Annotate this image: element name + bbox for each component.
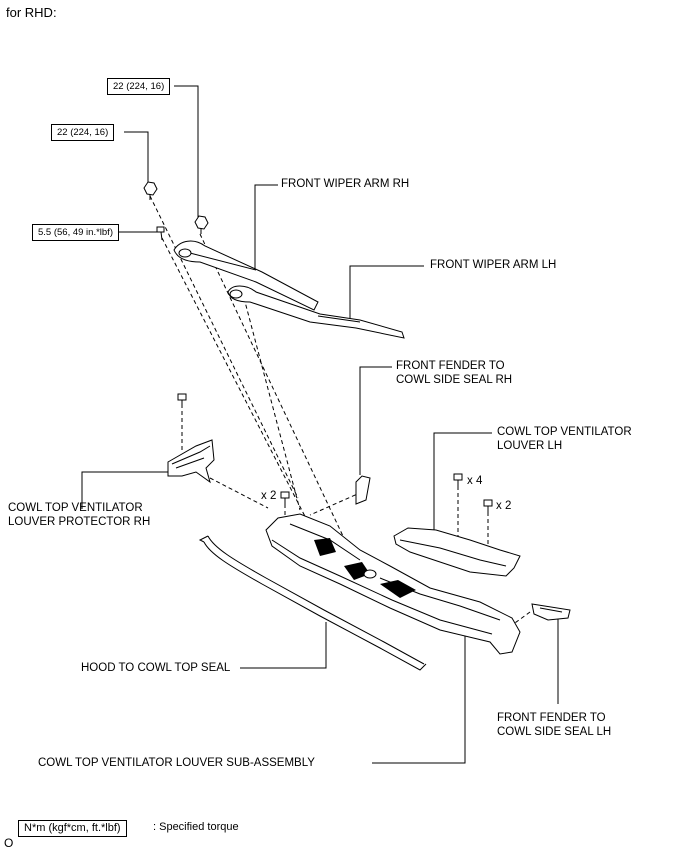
label-front-wiper-arm-rh: FRONT WIPER ARM RH (281, 178, 410, 190)
label-louver-lh-line1: COWL TOP VENTILATOR (497, 426, 632, 438)
label-louver-lh-line2: LOUVER LH (497, 440, 563, 452)
clip-icon (453, 473, 463, 486)
nut-icon (194, 215, 209, 234)
fender-seal-rh (355, 475, 371, 505)
nut-icon (143, 181, 158, 200)
figure-code: O (4, 836, 14, 850)
louver-lh (393, 527, 521, 577)
label-protector-rh-line2: LOUVER PROTECTOR RH (8, 516, 151, 528)
protector-rh (167, 439, 215, 484)
legend-unit-box: N*m (kgf*cm, ft.*lbf) (18, 820, 127, 837)
label-hood-seal: HOOD TO COWL TOP SEAL (81, 662, 231, 674)
torque-box-wiper-nut-lh: 22 (224, 16) (51, 124, 115, 141)
quantity-clips-center: x 2 (261, 490, 277, 502)
label-front-wiper-arm-lh: FRONT WIPER ARM LH (430, 259, 557, 271)
legend-description: : Specified torque (153, 821, 239, 833)
label-fender-seal-rh-line1: FRONT FENDER TO (396, 360, 505, 372)
label-fender-seal-lh-line1: FRONT FENDER TO (497, 712, 606, 724)
clip-icon (177, 393, 187, 406)
torque-box-small-bolt: 5.5 (56, 49 in.*lbf) (32, 224, 119, 241)
clip-icon (280, 491, 290, 504)
bolt-icon (156, 226, 165, 241)
label-fender-seal-lh-line2: COWL SIDE SEAL LH (497, 726, 612, 738)
leader-lines (81, 85, 559, 764)
label-protector-rh-line1: COWL TOP VENTILATOR (8, 502, 143, 514)
louver-grille (314, 538, 416, 598)
quantity-screws-lh: x 2 (496, 500, 512, 512)
wiper-arm-rh (173, 240, 319, 311)
variant-label: for RHD: (6, 5, 57, 20)
screw-icon (483, 499, 493, 512)
quantity-clips-lh: x 4 (467, 475, 483, 487)
label-louver-sub-assembly: COWL TOP VENTILATOR LOUVER SUB-ASSEMBLY (38, 757, 315, 769)
fender-seal-lh (531, 603, 571, 621)
torque-box-wiper-nut-rh: 22 (224, 16) (107, 78, 171, 95)
hood-seal (198, 535, 427, 671)
label-fender-seal-rh-line2: COWL SIDE SEAL RH (396, 374, 513, 386)
wiper-arm-lh (227, 285, 405, 339)
